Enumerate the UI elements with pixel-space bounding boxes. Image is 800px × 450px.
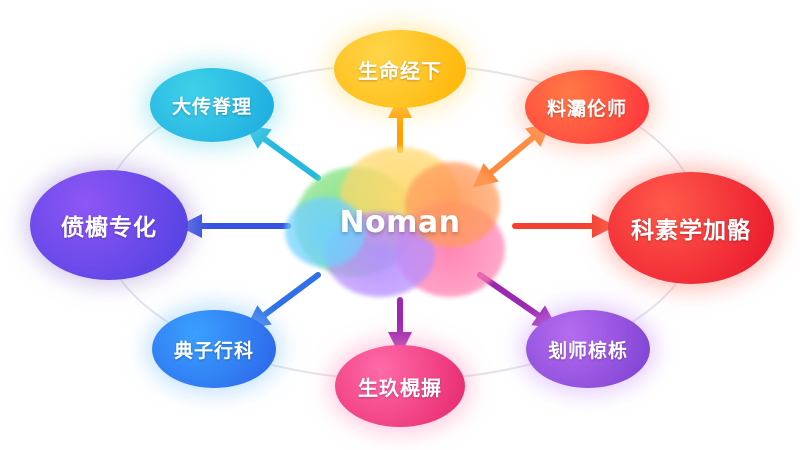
arrow-bottom-right [477, 272, 558, 329]
center-label: Noman [339, 204, 461, 240]
center-blob [285, 197, 365, 267]
node-bottom-right[interactable]: 刬师椋栎 [526, 310, 650, 388]
arrow-bottom-left [245, 272, 321, 330]
arrow-top-right [472, 122, 552, 188]
node-label: 偾櫥专化 [61, 215, 157, 241]
node-label: 科素学加骼 [631, 218, 751, 244]
node-top[interactable]: 生命经下 [334, 30, 466, 108]
arrow-group [178, 94, 616, 356]
center-blob [405, 162, 500, 247]
node-label: 典子行科 [173, 339, 254, 362]
node-bottom[interactable]: 生玖榥摒 [335, 345, 465, 427]
node-top-right[interactable]: 料灞伦师 [525, 70, 649, 144]
arrow-top-left [245, 124, 321, 181]
node-left[interactable]: 偾櫥专化 [30, 170, 188, 280]
center-node[interactable]: Noman [285, 142, 515, 302]
node-label: 大传脊理 [171, 95, 252, 118]
node-right[interactable]: 科素学加骼 [608, 172, 774, 284]
node-bottom-left[interactable]: 典子行科 [152, 310, 276, 388]
node-label: 生命经下 [358, 58, 442, 83]
node-label: 刬师椋栎 [547, 339, 628, 362]
node-label: 生玖榥摒 [358, 375, 442, 400]
node-top-left[interactable]: 大传脊理 [150, 68, 274, 142]
node-label: 料灞伦师 [546, 97, 627, 120]
